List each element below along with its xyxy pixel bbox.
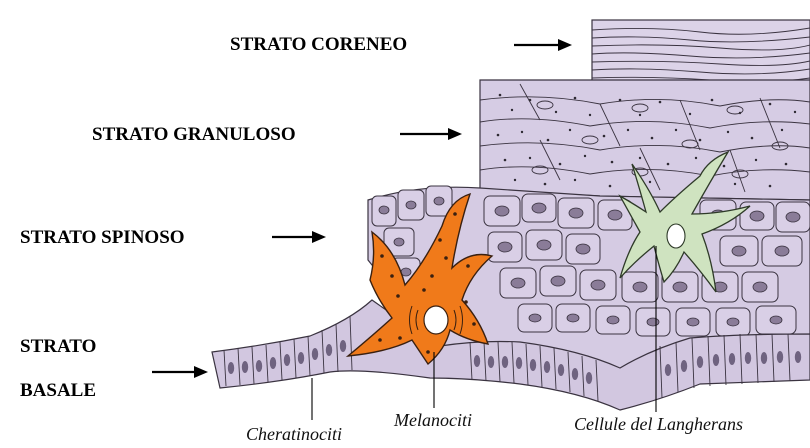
caption-langherans: Cellule del Langherans [574, 414, 743, 435]
label-strato-basale-line1: STRATO [20, 336, 96, 358]
label-strato-corneo: STRATO CORENEO [230, 34, 407, 56]
arrow-strato-basale [152, 366, 208, 378]
arrow-strato-corneo [514, 39, 572, 51]
arrow-strato-spinoso [272, 231, 326, 243]
caption-cheratinociti: Cheratinociti [246, 424, 342, 445]
stratum-granulosum [480, 80, 810, 200]
arrow-strato-granuloso [400, 128, 462, 140]
label-strato-basale-line2: BASALE [20, 380, 96, 402]
caption-melanociti: Melanociti [394, 410, 472, 431]
label-strato-spinoso: STRATO SPINOSO [20, 227, 185, 249]
label-strato-granuloso: STRATO GRANULOSO [92, 124, 296, 146]
